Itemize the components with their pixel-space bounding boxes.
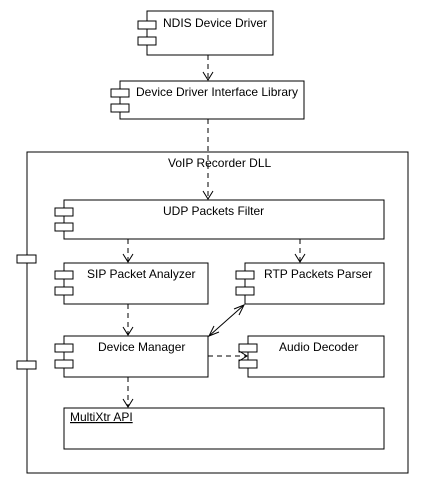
component-icon	[54, 359, 74, 369]
component-icon	[110, 103, 130, 113]
ndis-device-driver-component[interactable]: NDIS Device Driver	[137, 10, 274, 56]
udp-packets-filter-component[interactable]: UDP Packets Filter	[54, 199, 385, 240]
device-manager-to-audio-decoder-connector	[208, 350, 248, 362]
udp-packets-filter-label: UDP Packets Filter	[163, 204, 264, 218]
rtp-packets-parser-component[interactable]: RTP Packets Parser	[235, 262, 385, 305]
component-icon	[16, 360, 37, 370]
component-icon	[16, 254, 37, 264]
device-manager-label: Device Manager	[98, 340, 185, 354]
audio-decoder-label: Audio Decoder	[279, 340, 358, 354]
component-icon	[238, 343, 258, 353]
device-driver-interface-library-label: Device Driver Interface Library	[136, 85, 298, 99]
component-icon	[54, 270, 74, 280]
device-manager-to-multixtr-connector	[122, 377, 134, 408]
multixtr-api-component[interactable]: MultiXtr API	[63, 407, 385, 450]
component-icon	[137, 36, 157, 46]
udp-to-rtp-connector	[294, 239, 306, 263]
sip-packet-analyzer-component[interactable]: SIP Packet Analyzer	[54, 262, 209, 305]
rtp-packets-parser-label: RTP Packets Parser	[264, 267, 372, 281]
component-icon	[54, 207, 74, 217]
multixtr-api-label: MultiXtr API	[70, 410, 133, 424]
udp-to-sip-connector	[122, 239, 134, 263]
component-icon	[137, 20, 157, 30]
component-icon	[110, 88, 130, 98]
component-icon	[54, 222, 74, 232]
component-icon	[238, 359, 258, 369]
device-driver-interface-library-component[interactable]: Device Driver Interface Library	[110, 80, 305, 120]
device-manager-rtp-connector	[207, 304, 246, 337]
ndis-to-ddi-connector	[202, 55, 214, 81]
sip-to-device-manager-connector	[122, 304, 134, 336]
component-icon	[54, 286, 74, 296]
sip-packet-analyzer-label: SIP Packet Analyzer	[87, 267, 196, 281]
ndis-device-driver-label: NDIS Device Driver	[163, 16, 267, 30]
component-icon	[235, 270, 255, 280]
voip-recorder-dll-label: VoIP Recorder DLL	[168, 156, 271, 170]
component-icon	[235, 286, 255, 296]
ddi-to-udp-connector	[202, 119, 214, 200]
device-manager-component[interactable]: Device Manager	[54, 335, 209, 378]
component-icon	[54, 343, 74, 353]
audio-decoder-component[interactable]: Audio Decoder	[238, 335, 385, 378]
